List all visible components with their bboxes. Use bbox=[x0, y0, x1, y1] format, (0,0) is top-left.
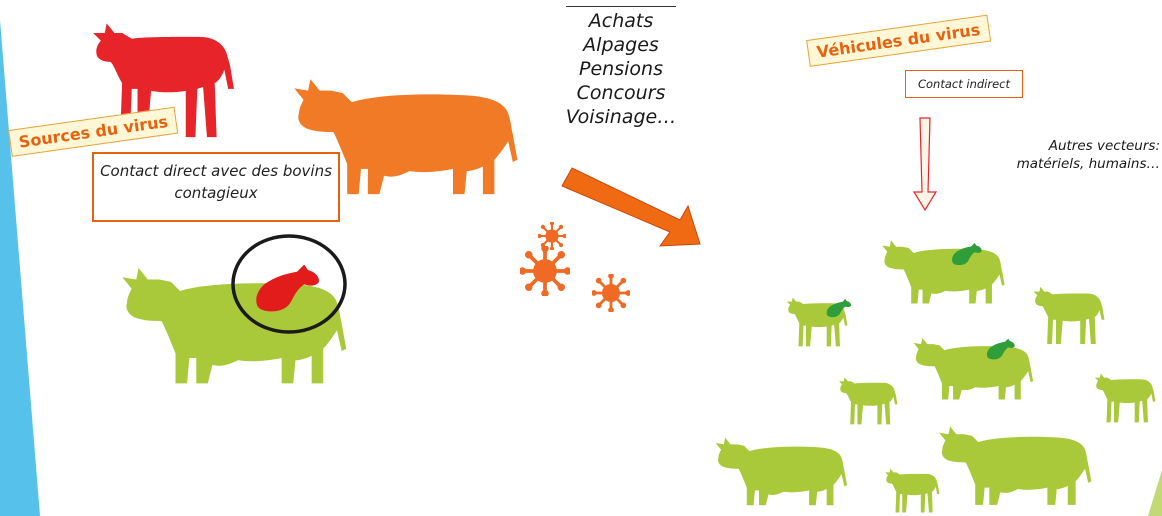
direct-contact-box: Contact direct avec des bovins contagieu… bbox=[92, 152, 340, 222]
indirect-contact-text: Contact indirect bbox=[918, 77, 1010, 91]
herd-cow-icon bbox=[914, 338, 1033, 400]
other-vectors-line1: Autres vecteurs: bbox=[960, 137, 1160, 155]
herd-calf-icon bbox=[1095, 373, 1155, 422]
herd-calf-icon bbox=[839, 377, 897, 424]
route-item: Achats bbox=[556, 9, 686, 33]
herd-group bbox=[716, 240, 1156, 512]
routes-divider bbox=[566, 6, 676, 7]
direct-contact-text: Contact direct avec des bovins contagieu… bbox=[100, 162, 332, 202]
indirect-contact-box: Contact indirect bbox=[905, 70, 1023, 98]
herd-calf-icon bbox=[885, 469, 939, 513]
decorative-blue-band bbox=[0, 20, 40, 516]
route-item: Pensions bbox=[556, 57, 686, 81]
route-item: Concours bbox=[556, 81, 686, 105]
decorative-green-corner bbox=[1148, 470, 1162, 516]
route-item: Alpages bbox=[556, 33, 686, 57]
herd-cow-icon bbox=[939, 426, 1091, 504]
herd-calf-icon bbox=[1034, 287, 1105, 344]
herd-cow-icon bbox=[716, 438, 847, 506]
purchase-routes-list: Achats Alpages Pensions Concours Voisina… bbox=[556, 6, 686, 129]
transmission-arrow-icon bbox=[562, 168, 700, 246]
route-item: Voisinage… bbox=[556, 105, 686, 129]
other-vectors-line2: matériels, humains… bbox=[960, 155, 1160, 173]
virus-icon bbox=[519, 222, 630, 313]
herd-cow-icon bbox=[882, 240, 1004, 303]
other-vectors-note: Autres vecteurs: matériels, humains… bbox=[960, 137, 1160, 173]
down-arrow-icon bbox=[914, 118, 936, 210]
